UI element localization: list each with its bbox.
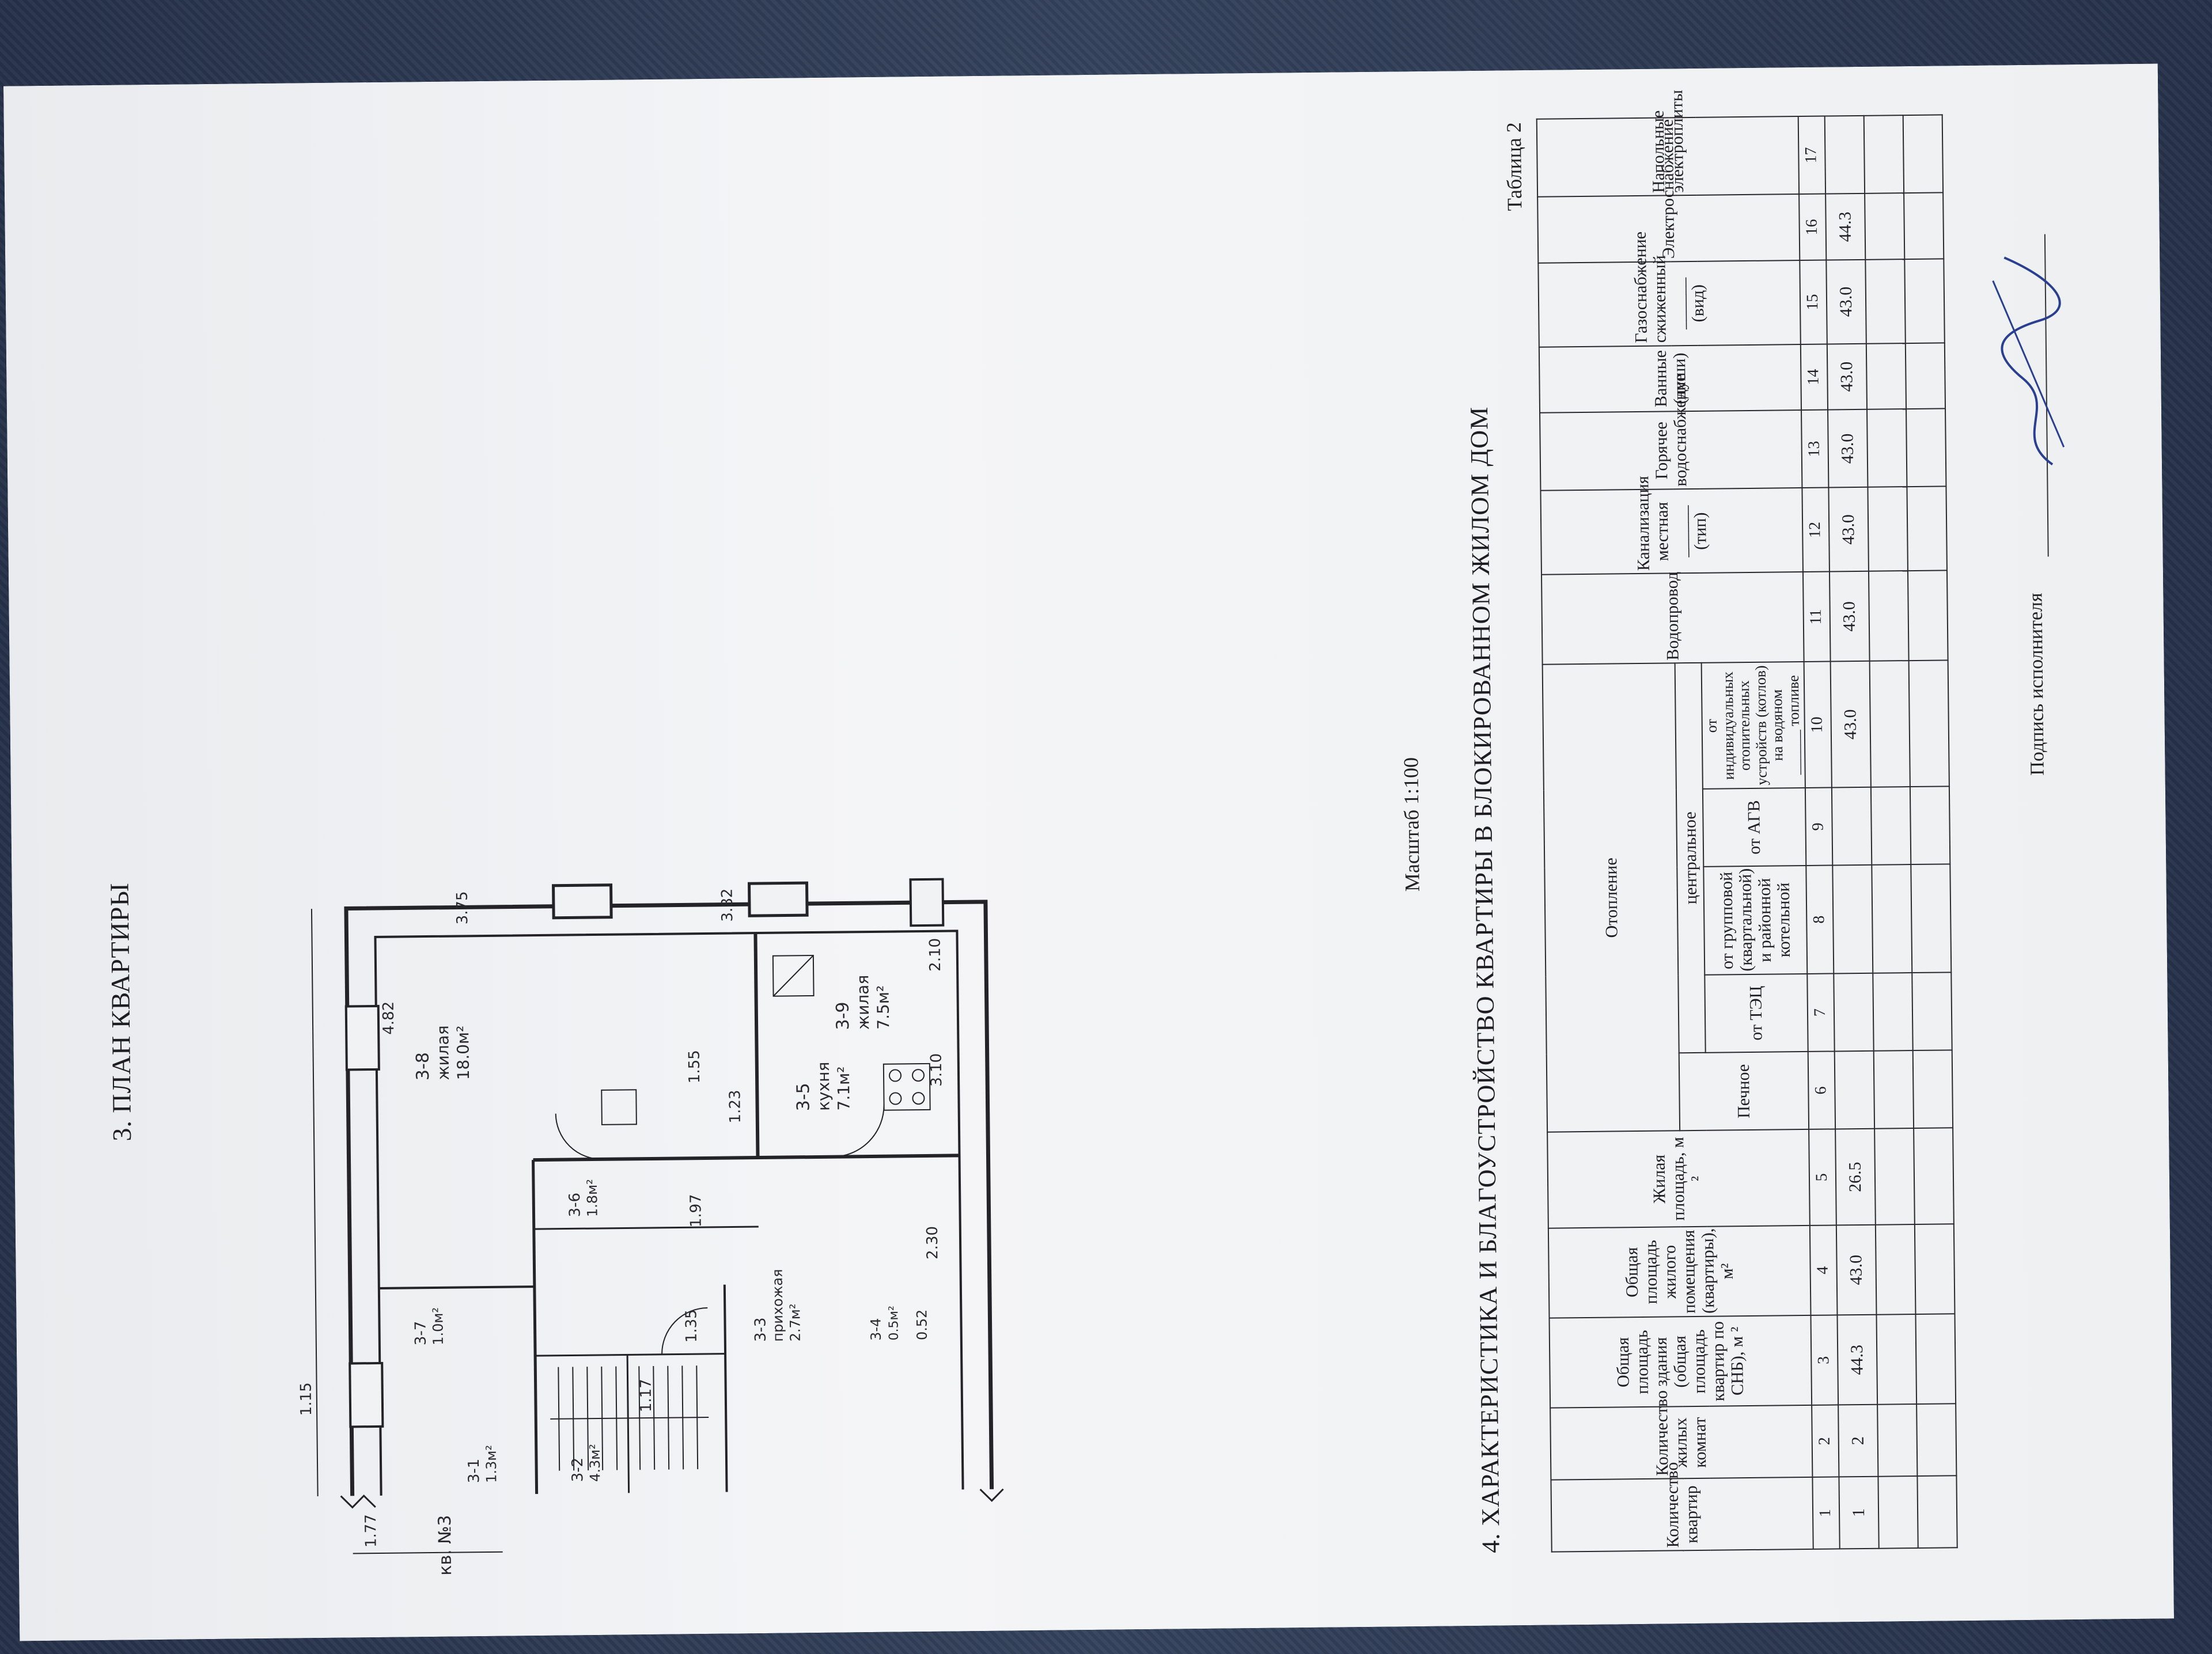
cell bbox=[1834, 1051, 1874, 1129]
col-num: 1 bbox=[1812, 1477, 1839, 1549]
rotated-page: 3. ПЛАН КВАРТИРЫ bbox=[3, 64, 2151, 1644]
room-3-9-id: 3-9 bbox=[833, 1001, 854, 1030]
dim-2-10: 2.10 bbox=[927, 938, 945, 972]
room-3-5-id: 3-5 bbox=[793, 1083, 814, 1111]
cell: 2 bbox=[1838, 1405, 1878, 1477]
room-3-3-id: 3-3 bbox=[752, 1317, 769, 1342]
hdr-individual: от индивидуальных отопительных устройств… bbox=[1702, 662, 1805, 788]
cell: 44.3 bbox=[1825, 194, 1865, 260]
col-num: 7 bbox=[1807, 973, 1834, 1052]
room-3-3-name: прихожая bbox=[770, 1269, 786, 1341]
room-3-8-id: 3-8 bbox=[413, 1052, 434, 1080]
signature-scribble-icon bbox=[1987, 251, 2070, 471]
room-3-3-area: 2.7м² bbox=[787, 1303, 804, 1341]
col-num: 14 bbox=[1800, 344, 1827, 410]
cell bbox=[1834, 973, 1873, 1051]
dim-1-55: 1.55 bbox=[686, 1050, 704, 1083]
col-num: 16 bbox=[1799, 194, 1826, 260]
room-3-8-name: жилая bbox=[433, 1025, 453, 1080]
room-3-6-id: 3-6 bbox=[566, 1193, 584, 1217]
hdr-sewerage: Канализация местная ______ (тип) bbox=[1540, 488, 1802, 575]
room-3-4-id: 3-4 bbox=[868, 1318, 884, 1341]
hdr-baths: Ванные (души) bbox=[1539, 344, 1801, 413]
room-3-9-name: жилая bbox=[853, 975, 873, 1030]
dim-3-10: 3.10 bbox=[928, 1053, 946, 1087]
room-3-5-area: 7.1м² bbox=[834, 1066, 854, 1110]
room-3-7-id: 3-7 bbox=[412, 1321, 429, 1346]
dim-4-82: 4.82 bbox=[380, 1001, 398, 1035]
room-3-8-area: 18.0м² bbox=[453, 1026, 473, 1080]
section3-title: 3. ПЛАН КВАРТИРЫ bbox=[104, 882, 137, 1141]
dim-1-23: 1.23 bbox=[726, 1090, 744, 1123]
section4-title: 4. ХАРАКТЕРИСТИКА И БЛАГОУСТРОЙСТВО КВАР… bbox=[1464, 406, 1505, 1554]
cell bbox=[1824, 116, 1864, 194]
dim-3-75: 3.75 bbox=[454, 891, 472, 924]
cell bbox=[1831, 787, 1871, 866]
cell: 43.0 bbox=[1826, 260, 1866, 344]
room-3-1-area: 1.3м² bbox=[483, 1445, 500, 1483]
cell: 43.0 bbox=[1828, 487, 1869, 571]
col-num: 5 bbox=[1809, 1129, 1836, 1226]
hdr-apartments: Количество квартир bbox=[1551, 1477, 1813, 1552]
dim-1-15: 1.15 bbox=[298, 1382, 316, 1416]
dim-1-35: 1.35 bbox=[683, 1309, 700, 1342]
room-3-6-area: 1.8м² bbox=[584, 1179, 601, 1217]
col-num: 2 bbox=[1812, 1405, 1839, 1477]
col-num: 6 bbox=[1808, 1051, 1835, 1129]
hdr-water-supply: Водопровод bbox=[1541, 572, 1804, 665]
col-num: 4 bbox=[1809, 1225, 1837, 1315]
hdr-boiler-house: от групповой (квартальной) и районной ко… bbox=[1703, 866, 1807, 974]
hdr-building-area: Общая площадь здания (общая площадь квар… bbox=[1550, 1315, 1812, 1408]
room-3-9-area: 7.5м² bbox=[873, 985, 893, 1030]
signature-label: Подпись исполнителя bbox=[2025, 593, 2048, 776]
dim-3-82: 3.82 bbox=[719, 889, 737, 922]
floor-plan: кв. №3 1.77 1.15 4.82 3.75 3.82 1.55 1.2… bbox=[253, 775, 1056, 1589]
col-num: 3 bbox=[1810, 1315, 1838, 1405]
cell: 43.0 bbox=[1828, 409, 1868, 488]
hdr-gas: Газоснабжение сжиженный ______ (вид) bbox=[1538, 260, 1800, 347]
room-3-1-id: 3-1 bbox=[465, 1459, 483, 1484]
document-sheet: 3. ПЛАН КВАРТИРЫ bbox=[3, 63, 2174, 1641]
room-3-5-name: кухня bbox=[814, 1061, 834, 1111]
room-3-4-area: 0.5м² bbox=[887, 1306, 902, 1341]
cell: 44.3 bbox=[1837, 1315, 1877, 1405]
hdr-central: центральное bbox=[1675, 663, 1706, 1053]
table-caption: Таблица 2 bbox=[1502, 122, 1527, 211]
hdr-stove-heating: Печное bbox=[1679, 1052, 1809, 1131]
cell: 43.0 bbox=[1830, 571, 1870, 662]
cell: 1 bbox=[1839, 1477, 1878, 1549]
hdr-living-area: Жилая площадь, м ² bbox=[1547, 1129, 1809, 1228]
col-num: 9 bbox=[1805, 787, 1832, 866]
dim-2-30: 2.30 bbox=[924, 1226, 942, 1260]
cell: 43.0 bbox=[1827, 343, 1866, 409]
hdr-dwelling-area: Общая площадь жилого помещения (квартиры… bbox=[1548, 1226, 1810, 1318]
col-num: 17 bbox=[1798, 116, 1825, 195]
hdr-electricity: Электроснабжение bbox=[1537, 194, 1800, 263]
cell bbox=[1832, 865, 1873, 973]
col-num: 13 bbox=[1801, 410, 1828, 488]
hdr-agv: от АГВ bbox=[1703, 788, 1806, 867]
col-num: 12 bbox=[1802, 488, 1830, 572]
col-num: 15 bbox=[1800, 260, 1827, 344]
dim-1-77: 1.77 bbox=[362, 1514, 380, 1547]
dim-0-52: 0.52 bbox=[914, 1309, 930, 1340]
dim-1-17: 1.17 bbox=[638, 1379, 656, 1412]
cell: 26.5 bbox=[1835, 1129, 1876, 1225]
hdr-hot-water: Горячее водоснабжение bbox=[1540, 410, 1802, 491]
cell: 43.0 bbox=[1830, 661, 1870, 787]
hdr-heating: Отопление bbox=[1543, 663, 1680, 1132]
col-num: 10 bbox=[1804, 662, 1831, 788]
characteristics-table: Количество квартир Количество жилых комн… bbox=[1536, 114, 1958, 1552]
col-num: 8 bbox=[1806, 866, 1834, 974]
scale-label: Масштаб 1:100 bbox=[1399, 757, 1424, 892]
col-num: 11 bbox=[1803, 572, 1831, 662]
room-3-2-id: 3-2 bbox=[569, 1458, 586, 1482]
hdr-electric-stoves: Напольные электроплиты bbox=[1537, 116, 1799, 197]
dim-1-97: 1.97 bbox=[687, 1194, 705, 1227]
hdr-tec: от ТЭЦ bbox=[1705, 974, 1808, 1053]
cell: 43.0 bbox=[1836, 1225, 1876, 1315]
room-3-2-area: 4.3м² bbox=[587, 1444, 604, 1482]
room-3-7-area: 1.0м² bbox=[430, 1307, 446, 1345]
apartment-label: кв. №3 bbox=[435, 1515, 456, 1576]
